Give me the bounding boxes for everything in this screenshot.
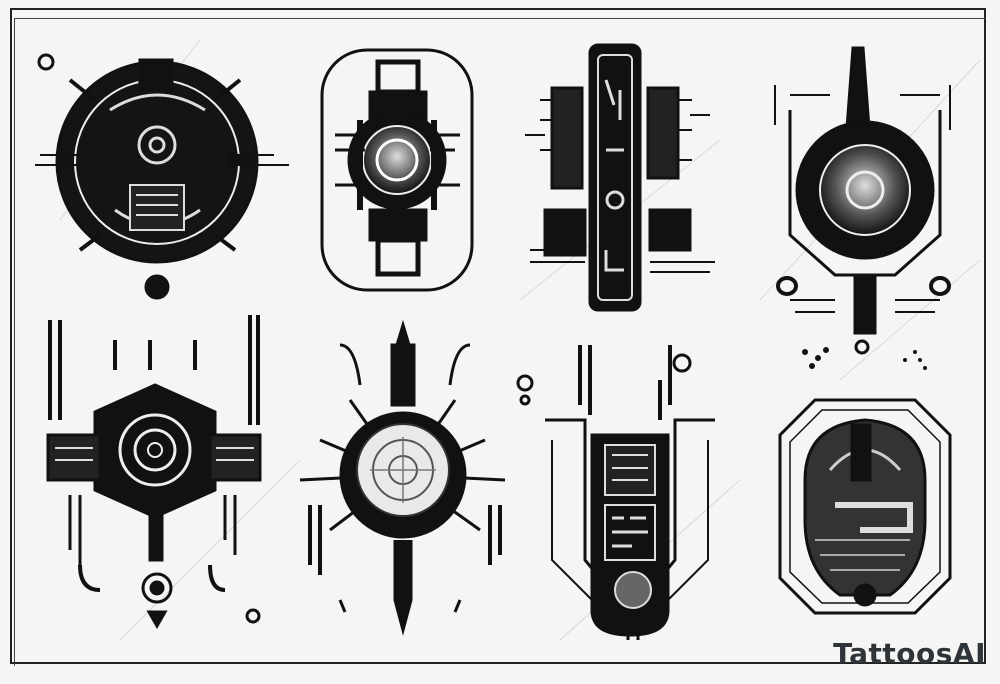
design-circuit-medallion <box>35 53 289 300</box>
design-shield-core <box>774 46 951 370</box>
sheet-border <box>10 8 986 664</box>
design-hex-spiral-emblem <box>46 315 262 630</box>
watermark: TattoosAI <box>833 637 986 670</box>
design-sun-gear-spire <box>299 319 506 636</box>
sheet-inner-border <box>14 18 986 666</box>
design-circuit-pod <box>516 345 715 640</box>
design-octagon-helmet <box>778 398 952 615</box>
design-capsule-reactor <box>320 48 474 292</box>
design-vertical-chip-totem <box>525 43 715 312</box>
